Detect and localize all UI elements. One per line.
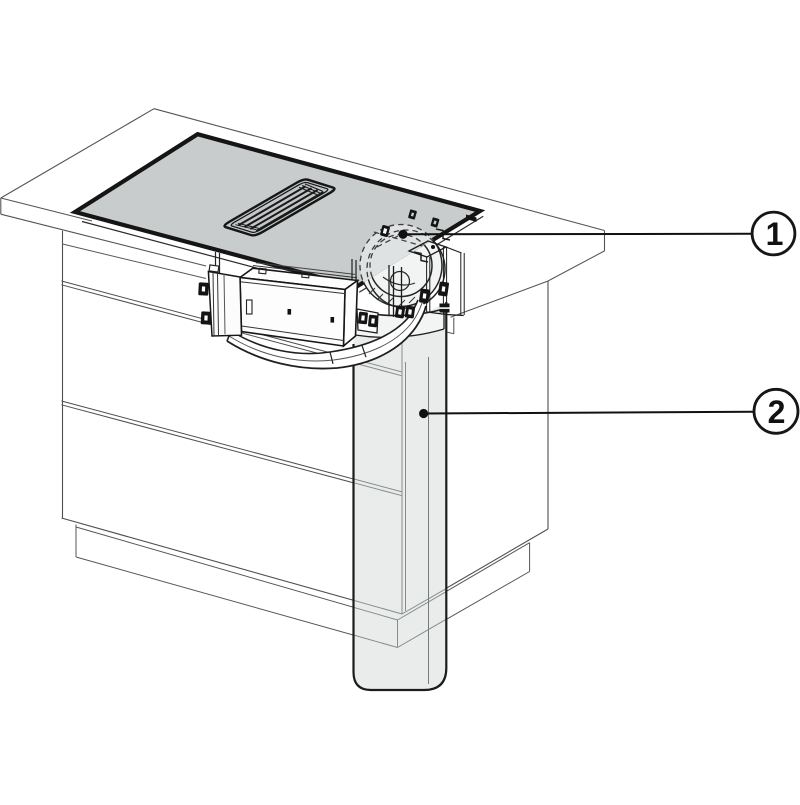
svg-text:1: 1 xyxy=(766,216,784,252)
svg-text:2: 2 xyxy=(768,394,786,430)
